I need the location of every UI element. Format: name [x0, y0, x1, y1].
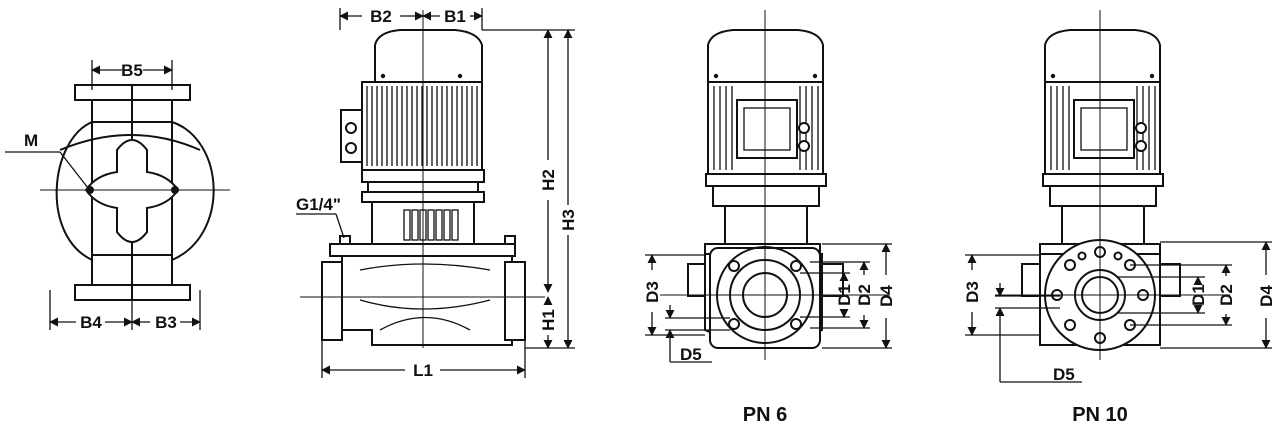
label-d3: D3	[643, 281, 662, 303]
label-g: G1/4"	[296, 195, 341, 214]
label-b2: B2	[370, 7, 392, 26]
label-h2: H2	[539, 169, 558, 191]
label-d1: D1	[835, 284, 854, 306]
top-view: B5 M B4 B3	[5, 60, 230, 332]
caption-pn10: PN 10	[1072, 404, 1128, 426]
label-d4: D4	[1257, 285, 1275, 307]
label-d4: D4	[877, 285, 896, 307]
label-d3: D3	[963, 281, 982, 303]
label-d1: D1	[1189, 284, 1208, 306]
label-d2: D2	[855, 284, 874, 306]
label-d2: D2	[1217, 284, 1236, 306]
label-d5: D5	[1053, 365, 1075, 384]
label-b1: B1	[444, 7, 466, 26]
label-m: M	[24, 131, 38, 150]
label-b5: B5	[121, 61, 143, 80]
label-d5: D5	[680, 345, 702, 364]
caption-pn6: PN 6	[743, 404, 787, 426]
label-l1: L1	[413, 361, 433, 380]
label-b4: B4	[80, 313, 102, 332]
side-view: B2 B1 G1/4" H2 H3 H1 L1	[296, 7, 578, 380]
label-b3: B3	[155, 313, 177, 332]
front-view-pn6: D3 D1 D2 D4 D5 PN 6	[643, 10, 896, 426]
label-h3: H3	[559, 209, 578, 231]
label-h1: H1	[539, 309, 558, 331]
front-view-pn10: D3 D1 D2 D4 D5 PN 10	[963, 10, 1275, 426]
